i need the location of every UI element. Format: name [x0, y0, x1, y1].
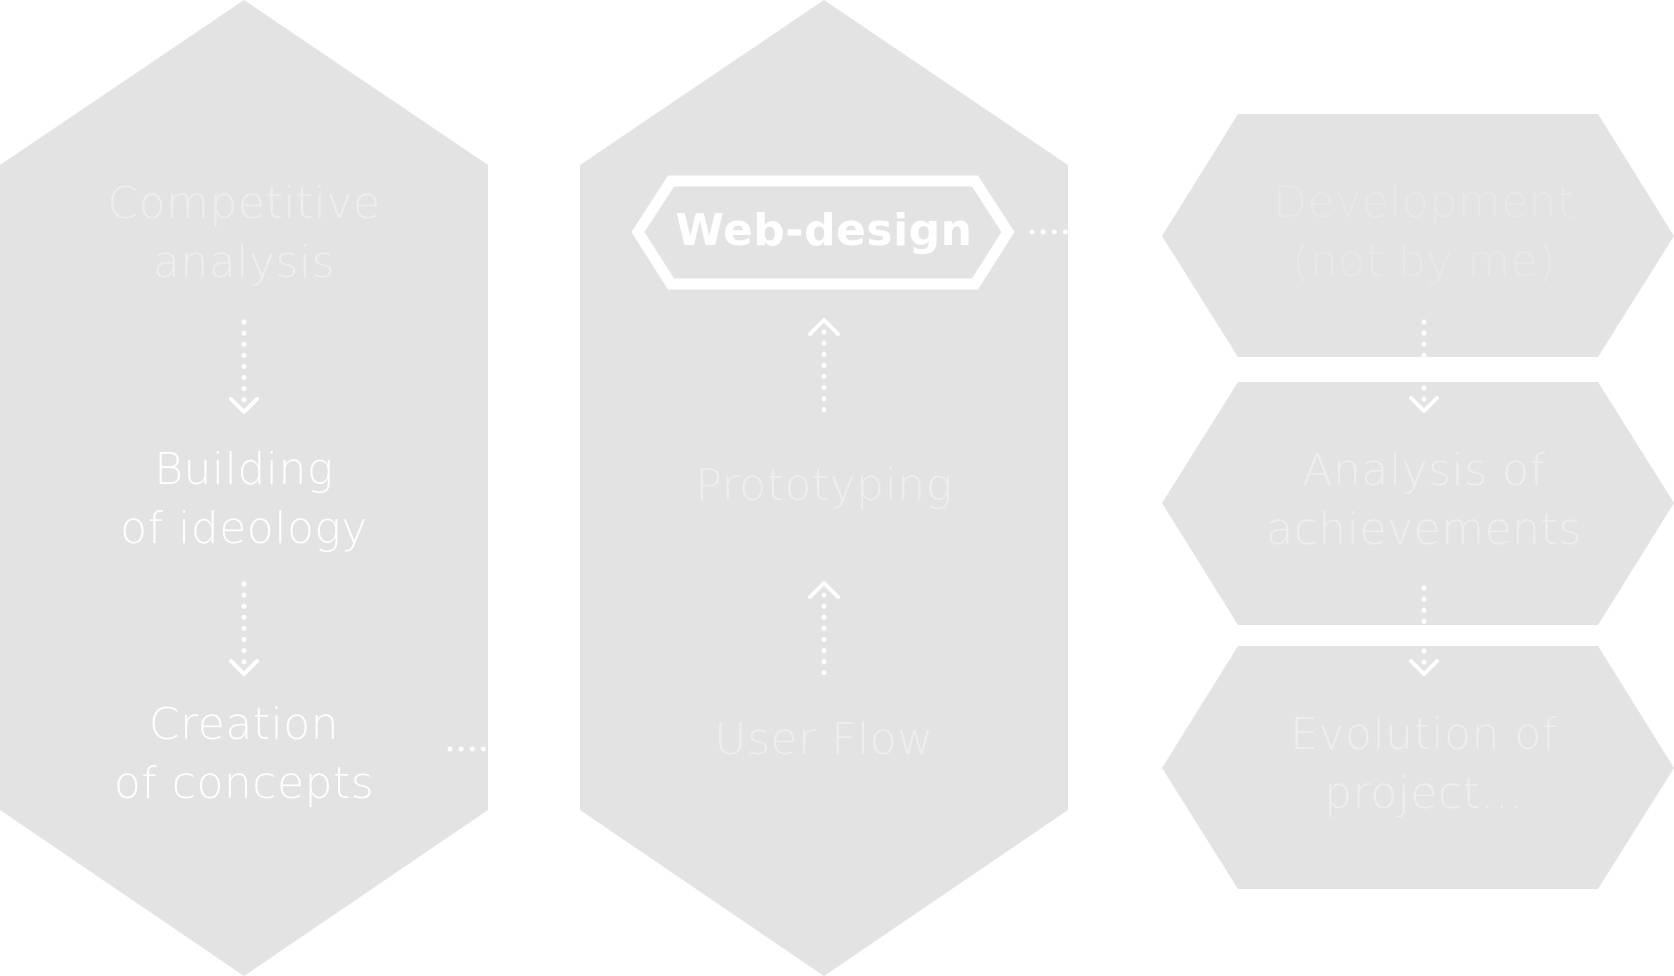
step-label: Competitive	[107, 178, 381, 229]
step-user-flow: User Flow	[624, 710, 1024, 769]
step-label: of concepts	[113, 758, 375, 809]
arrow-down-icon	[229, 319, 259, 414]
step-label: Creation	[148, 699, 340, 750]
step-web-design: Web-design	[624, 206, 1024, 256]
step-label: project...	[1324, 768, 1524, 819]
web-design-frame	[631, 175, 1015, 290]
step-prototyping: Prototyping	[624, 456, 1024, 515]
analysis-hexagon	[1162, 382, 1674, 625]
step-creation-of-concepts: Creation of concepts	[44, 695, 444, 813]
arrow-down-icon	[1409, 585, 1439, 676]
step-label: achievements	[1266, 504, 1582, 555]
design-hexagon	[580, 0, 1068, 976]
evolution-hexagon	[1162, 646, 1674, 889]
step-label: Evolution of	[1290, 709, 1558, 760]
step-label: Web-design	[675, 205, 973, 256]
step-analysis-of-achievements: Analysis of achievements	[1224, 441, 1624, 559]
step-building-of-ideology: Building of ideology	[44, 440, 444, 558]
step-label: Prototyping	[695, 460, 953, 511]
step-label: (not by me)	[1292, 236, 1556, 287]
step-label: Building	[154, 444, 334, 495]
step-label: analysis	[152, 237, 336, 288]
step-label: Analysis of	[1302, 445, 1546, 496]
step-development: Development (not by me)	[1224, 173, 1624, 291]
step-label: User Flow	[714, 714, 934, 765]
strategy-hexagon	[0, 0, 488, 976]
arrow-up-icon	[808, 318, 840, 415]
step-competitive-analysis: Competitive analysis	[44, 174, 444, 292]
arrow-up-icon	[808, 581, 840, 677]
development-hexagon	[1162, 114, 1674, 357]
step-evolution-of-project: Evolution of project...	[1224, 705, 1624, 823]
arrow-down-icon	[1409, 319, 1439, 413]
step-label: Development	[1273, 177, 1575, 228]
arrow-down-icon	[229, 581, 259, 676]
step-label: of ideology	[120, 503, 368, 554]
